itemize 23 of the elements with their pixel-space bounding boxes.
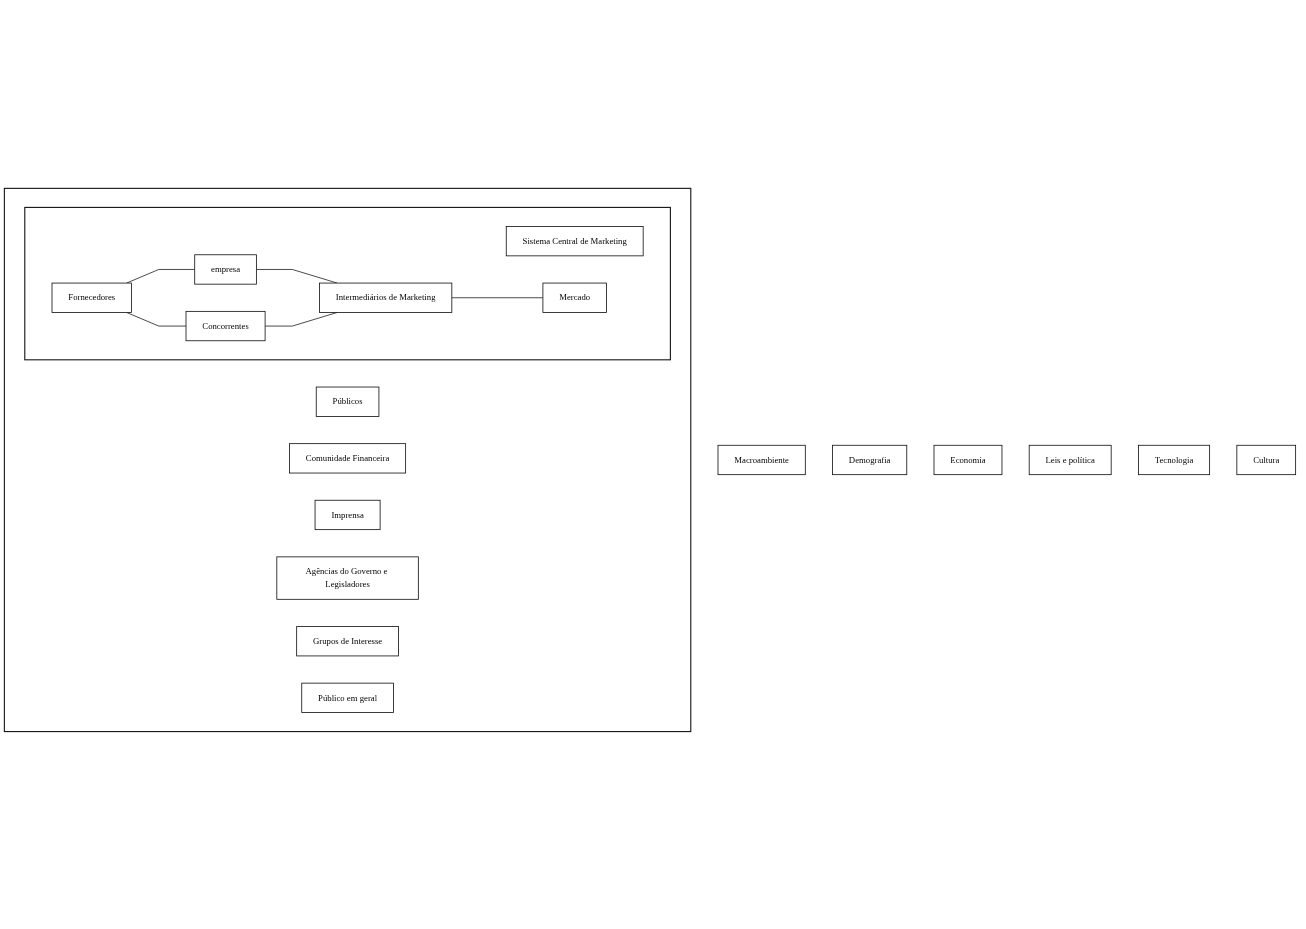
node-box: Imprensa [314, 499, 381, 531]
cluster [24, 206, 671, 361]
node-box: Público em geral [301, 682, 394, 713]
node-box: Cultura [1236, 444, 1297, 476]
node-box: Macroambiente [717, 444, 806, 476]
cluster [3, 187, 692, 733]
node-box: Mercado [542, 282, 607, 313]
node-box: empresa [194, 254, 257, 285]
node-box: Demografia [832, 444, 908, 476]
connector [451, 297, 544, 299]
connector [126, 269, 196, 284]
node-box: Economia [933, 444, 1003, 476]
node-box: Públicos [315, 386, 380, 417]
node-box: Sistema Central de Marketing [505, 226, 644, 257]
node-box: Comunidade Financeira [289, 443, 407, 474]
node-box: Agências do Governo e Legisladores [276, 556, 419, 600]
node-box: Grupos de Interesse [296, 626, 399, 657]
node-box: Intermediários de Marketing [319, 282, 453, 313]
node-box: Tecnologia [1138, 444, 1211, 476]
node-box: Fornecedores [51, 282, 132, 313]
node-box: Leis e política [1028, 444, 1112, 476]
node-box: Concorrentes [185, 311, 266, 342]
connector [126, 312, 187, 327]
